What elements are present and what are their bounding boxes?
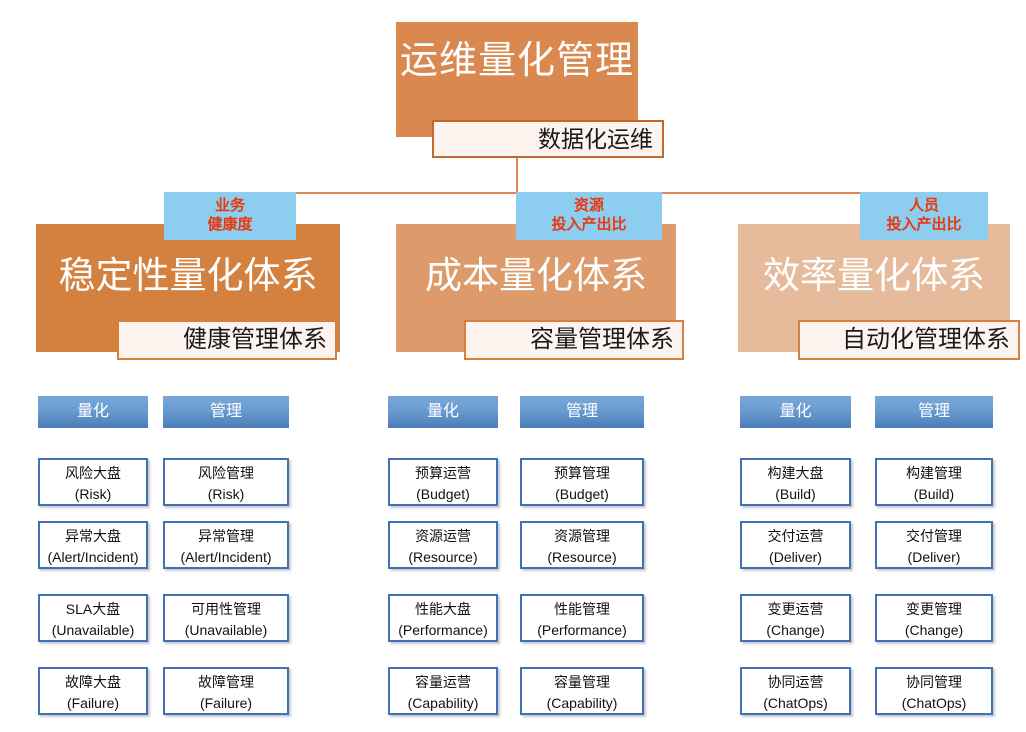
pillar-2-cell-r3-c1[interactable]: 容量管理 (Capability) (520, 667, 644, 715)
cell-label-cn: 异常大盘 (65, 528, 121, 544)
pillar-3-cell-r3-c1[interactable]: 协同管理 (ChatOps) (875, 667, 993, 715)
cell-label-en: (Capability) (546, 695, 618, 711)
cell-label-cn: 协同管理 (906, 674, 962, 690)
root-subtitle: 数据化运维 (432, 120, 664, 158)
cell-label-en: (Performance) (537, 622, 627, 638)
pillar-2-cell-r3-c0[interactable]: 容量运营 (Capability) (388, 667, 498, 715)
pillar-1-tag-line2: 健康度 (207, 216, 253, 233)
pillar-2-cell-r2-c1[interactable]: 性能管理 (Performance) (520, 594, 644, 642)
pillar-1-cell-r1-c0[interactable]: 异常大盘 (Alert/Incident) (38, 521, 148, 569)
root-title: 运维量化管理 (399, 40, 634, 82)
cell-label-en: (Budget) (555, 486, 609, 502)
pillar-1-title: 稳定性量化体系 (58, 255, 318, 296)
pillar-1-cell-r2-c0[interactable]: SLA大盘 (Unavailable) (38, 594, 148, 642)
cell-label-en: (Performance) (398, 622, 488, 638)
cell-label-cn: 异常管理 (198, 528, 254, 544)
cell-label-cn: 风险大盘 (65, 465, 121, 481)
pillar-2-cell-r0-c1[interactable]: 预算管理 (Budget) (520, 458, 644, 506)
pillar-3-cell-r2-c1[interactable]: 变更管理 (Change) (875, 594, 993, 642)
cell-label-cn: 风险管理 (198, 465, 254, 481)
cell-label-cn: 容量管理 (554, 674, 610, 690)
pillar-3-title: 效率量化体系 (763, 255, 985, 296)
cell-label-cn: 可用性管理 (191, 601, 261, 617)
cell-label-cn: 容量运营 (415, 674, 471, 690)
cell-label-en: (Capability) (407, 695, 479, 711)
pillar-2-cell-r0-c0[interactable]: 预算运营 (Budget) (388, 458, 498, 506)
cell-label-cn: 预算运营 (415, 465, 471, 481)
pillar-1-cell-r2-c1[interactable]: 可用性管理 (Unavailable) (163, 594, 289, 642)
cell-label-cn: 资源运营 (415, 528, 471, 544)
cell-label-cn: 构建大盘 (767, 465, 824, 481)
cell-label-en: (Build) (775, 486, 816, 502)
pillar-3-cell-r3-c0[interactable]: 协同运营 (ChatOps) (740, 667, 851, 715)
cell-label-en: (Unavailable) (184, 622, 268, 638)
pillar-1-col-head-1: 管理 (163, 396, 289, 428)
cell-label-en: (Resource) (547, 549, 617, 565)
cell-label-cn: 故障管理 (198, 674, 254, 690)
cell-label-en: (ChatOps) (763, 695, 828, 711)
pillar-1-cell-r3-c1[interactable]: 故障管理 (Failure) (163, 667, 289, 715)
cell-label-cn: 故障大盘 (65, 674, 121, 690)
pillar-2-cell-r1-c1[interactable]: 资源管理 (Resource) (520, 521, 644, 569)
pillar-2-tag-line2: 投入产出比 (551, 216, 627, 233)
pillar-3-cell-r0-c0[interactable]: 构建大盘 (Build) (740, 458, 851, 506)
pillar-1-col-head-0: 量化 (38, 396, 148, 428)
cell-label-cn: 变更运营 (767, 601, 824, 617)
cell-label-en: (ChatOps) (901, 695, 967, 711)
pillar-2-cell-r1-c0[interactable]: 资源运营 (Resource) (388, 521, 498, 569)
pillar-3-tag: 人员 投入产出比 (860, 192, 988, 240)
cell-label-en: (Failure) (66, 695, 120, 711)
pillar-1-subtitle: 健康管理体系 (117, 320, 337, 360)
pillar-3-col-head-0: 量化 (740, 396, 851, 428)
cell-label-en: (Risk) (74, 486, 112, 502)
cell-label-en: (Budget) (416, 486, 470, 502)
cell-label-cn: 变更管理 (906, 601, 962, 617)
cell-label-en: (Alert/Incident) (47, 549, 139, 565)
pillar-1-tag-line1: 业务 (214, 197, 245, 214)
pillar-1-cell-r3-c0[interactable]: 故障大盘 (Failure) (38, 667, 148, 715)
cell-label-en: (Build) (913, 486, 955, 502)
pillar-3-tag-line2: 投入产出比 (886, 216, 962, 233)
pillar-2-tag-line1: 资源 (573, 197, 604, 214)
pillar-2-col-head-0: 量化 (388, 396, 498, 428)
cell-label-en: (Unavailable) (51, 622, 135, 638)
pillar-3-cell-r2-c0[interactable]: 变更运营 (Change) (740, 594, 851, 642)
pillar-3-cell-r0-c1[interactable]: 构建管理 (Build) (875, 458, 993, 506)
pillar-1-cell-r0-c0[interactable]: 风险大盘 (Risk) (38, 458, 148, 506)
pillar-3-cell-r1-c1[interactable]: 交付管理 (Deliver) (875, 521, 993, 569)
cell-label-cn: SLA大盘 (65, 601, 121, 617)
cell-label-cn: 构建管理 (906, 465, 962, 481)
cell-label-en: (Change) (904, 622, 964, 638)
pillar-1-tag: 业务 健康度 (164, 192, 296, 240)
cell-label-cn: 协同运营 (767, 674, 824, 690)
pillar-2-subtitle: 容量管理体系 (464, 320, 684, 360)
cell-label-cn: 交付运营 (767, 528, 824, 544)
cell-label-en: (Resource) (408, 549, 478, 565)
pillar-2-tag: 资源 投入产出比 (516, 192, 662, 240)
cell-label-en: (Deliver) (769, 549, 822, 565)
cell-label-en: (Failure) (199, 695, 253, 711)
pillar-2-col-head-1: 管理 (520, 396, 644, 428)
pillar-2-title: 成本量化体系 (425, 255, 647, 296)
cell-label-cn: 交付管理 (906, 528, 962, 544)
pillar-3-cell-r1-c0[interactable]: 交付运营 (Deliver) (740, 521, 851, 569)
cell-label-en: (Deliver) (907, 549, 961, 565)
cell-label-cn: 资源管理 (554, 528, 610, 544)
cell-label-cn: 预算管理 (554, 465, 610, 481)
cell-label-en: (Alert/Incident) (180, 549, 272, 565)
root-box (396, 22, 638, 137)
pillar-3-col-head-1: 管理 (875, 396, 993, 428)
cell-label-cn: 性能大盘 (415, 601, 471, 617)
pillar-2-cell-r2-c0[interactable]: 性能大盘 (Performance) (388, 594, 498, 642)
pillar-3-tag-line1: 人员 (908, 197, 939, 214)
cell-label-cn: 性能管理 (554, 601, 610, 617)
cell-label-en: (Risk) (207, 486, 245, 502)
pillar-3-subtitle: 自动化管理体系 (798, 320, 1020, 360)
connector-root-vertical (516, 137, 518, 193)
pillar-1-cell-r1-c1[interactable]: 异常管理 (Alert/Incident) (163, 521, 289, 569)
cell-label-en: (Change) (766, 622, 825, 638)
pillar-1-cell-r0-c1[interactable]: 风险管理 (Risk) (163, 458, 289, 506)
